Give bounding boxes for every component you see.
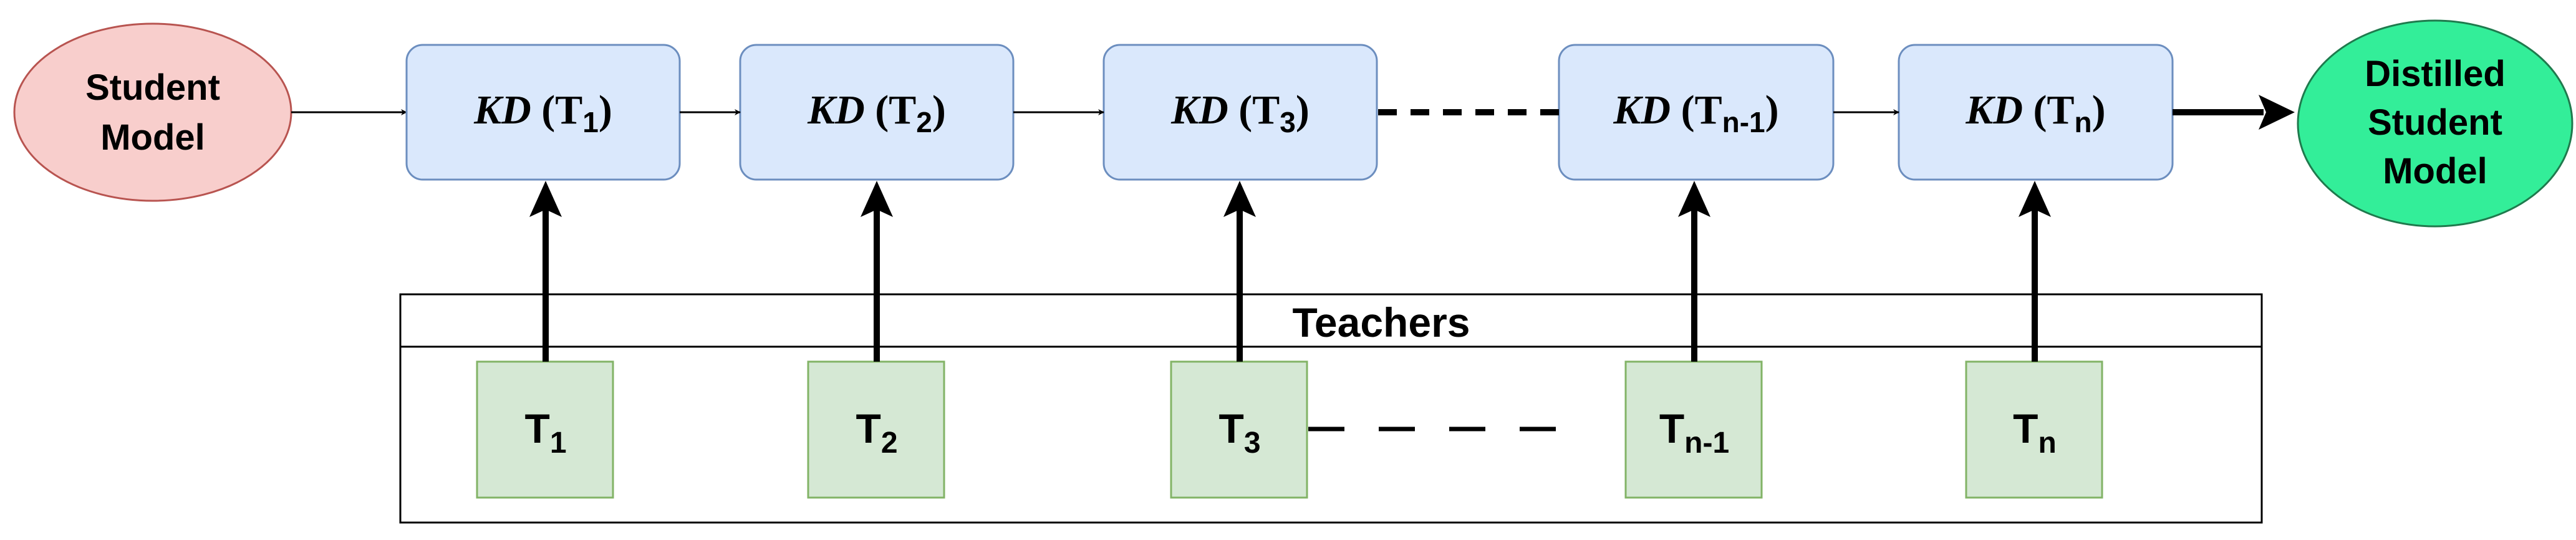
teachers-panel: Teachers — [399, 293, 2263, 524]
teacher-node-5: Tn — [1965, 360, 2103, 499]
arrow-teacher-3-to-kd — [1223, 181, 1256, 362]
kd-label: KD (T2) — [807, 87, 946, 138]
teacher-base: T — [2013, 405, 2038, 451]
teacher-label: T1 — [524, 405, 566, 460]
arrow-teacher-2-to-kd — [861, 181, 893, 362]
teacher-to-kd-arrows — [529, 181, 2051, 362]
teacher-subscript: 3 — [1244, 427, 1261, 460]
teacher-box — [807, 360, 945, 499]
distilled-label-line1: Distilled — [2365, 54, 2506, 94]
kd-label: KD (Tn) — [1965, 87, 2105, 138]
distilled-label-line2: Student — [2368, 102, 2502, 143]
teachers-panel-title: Teachers — [1293, 299, 1470, 345]
kd-open: (T — [865, 87, 917, 133]
teacher-node-1: T1 — [476, 360, 614, 499]
teacher-base: T — [1659, 405, 1684, 451]
kd-subscript: 2 — [916, 106, 932, 138]
teacher-subscript: n-1 — [1684, 427, 1729, 460]
kd-close: ) — [1765, 87, 1779, 133]
kd-close: ) — [932, 87, 946, 133]
arrow-teacher-1-to-kd — [529, 181, 562, 362]
kd-close: ) — [1296, 87, 1310, 133]
kd-steps: KD (T1)KD (T2)KD (T3)KD (Tn-1)KD (Tn) — [405, 44, 2174, 181]
kd-subscript: 3 — [1280, 106, 1296, 138]
teacher-box — [476, 360, 614, 499]
kd-step-2: KD (T2) — [739, 44, 1015, 181]
teacher-box — [1170, 360, 1308, 499]
kd-label: KD (T1) — [473, 87, 612, 138]
student-model-label-line1: Student — [85, 67, 220, 108]
teacher-label: Tn-1 — [1659, 405, 1729, 460]
kd-label: KD (T3) — [1170, 87, 1310, 138]
teachers-panel-frame — [399, 293, 2263, 524]
student-model-shape — [13, 22, 292, 202]
teacher-base: T — [856, 405, 880, 451]
kd-open: (T — [1228, 87, 1280, 133]
teacher-label: T2 — [856, 405, 897, 460]
kd-open: (T — [531, 87, 583, 133]
teacher-subscript: 1 — [550, 427, 567, 460]
kd-label: KD (Tn-1) — [1613, 87, 1778, 138]
kd-step-3: KD (T3) — [1102, 44, 1378, 181]
arrow-teacher-4-to-kd — [1678, 181, 1710, 362]
teacher-subscript: n — [2038, 427, 2057, 460]
teacher-node-4: Tn-1 — [1624, 360, 1763, 499]
distilled-student-model-shape — [2297, 19, 2574, 228]
teacher-label: T3 — [1218, 405, 1260, 460]
teacher-base: T — [1218, 405, 1243, 451]
kd-close: ) — [2092, 87, 2106, 133]
kd-subscript: n — [2075, 106, 2092, 138]
teacher-box — [1965, 360, 2103, 499]
distilled-label-line3: Model — [2383, 151, 2487, 191]
teacher-node-3: T3 — [1170, 360, 1308, 499]
kd-step-1: KD (T1) — [405, 44, 681, 181]
kd-close: ) — [599, 87, 612, 133]
teacher-node-2: T2 — [807, 360, 945, 499]
kd-step-5: KD (Tn) — [1898, 44, 2174, 181]
kd-prefix: KD — [1965, 87, 2023, 133]
distilled-student-model-node: Distilled Student Model — [2297, 19, 2574, 228]
student-model-label-line2: Model — [100, 117, 205, 158]
kd-open: (T — [1671, 87, 1722, 133]
kd-prefix: KD — [807, 87, 865, 133]
student-model-node: Student Model — [13, 22, 292, 202]
kd-prefix: KD — [1170, 87, 1228, 133]
kd-open: (T — [2023, 87, 2075, 133]
kd-prefix: KD — [1613, 87, 1671, 133]
kd-subscript: n-1 — [1722, 106, 1765, 138]
arrow-teacher-5-to-kd — [2019, 181, 2051, 362]
kd-prefix: KD — [473, 87, 531, 133]
teacher-subscript: 2 — [881, 427, 898, 460]
kd-subscript: 1 — [582, 106, 599, 138]
teacher-label: Tn — [2013, 405, 2057, 460]
teacher-base: T — [524, 405, 549, 451]
arrow-kdn-to-distilled — [2173, 95, 2295, 130]
kd-step-4: KD (Tn-1) — [1558, 44, 1835, 181]
